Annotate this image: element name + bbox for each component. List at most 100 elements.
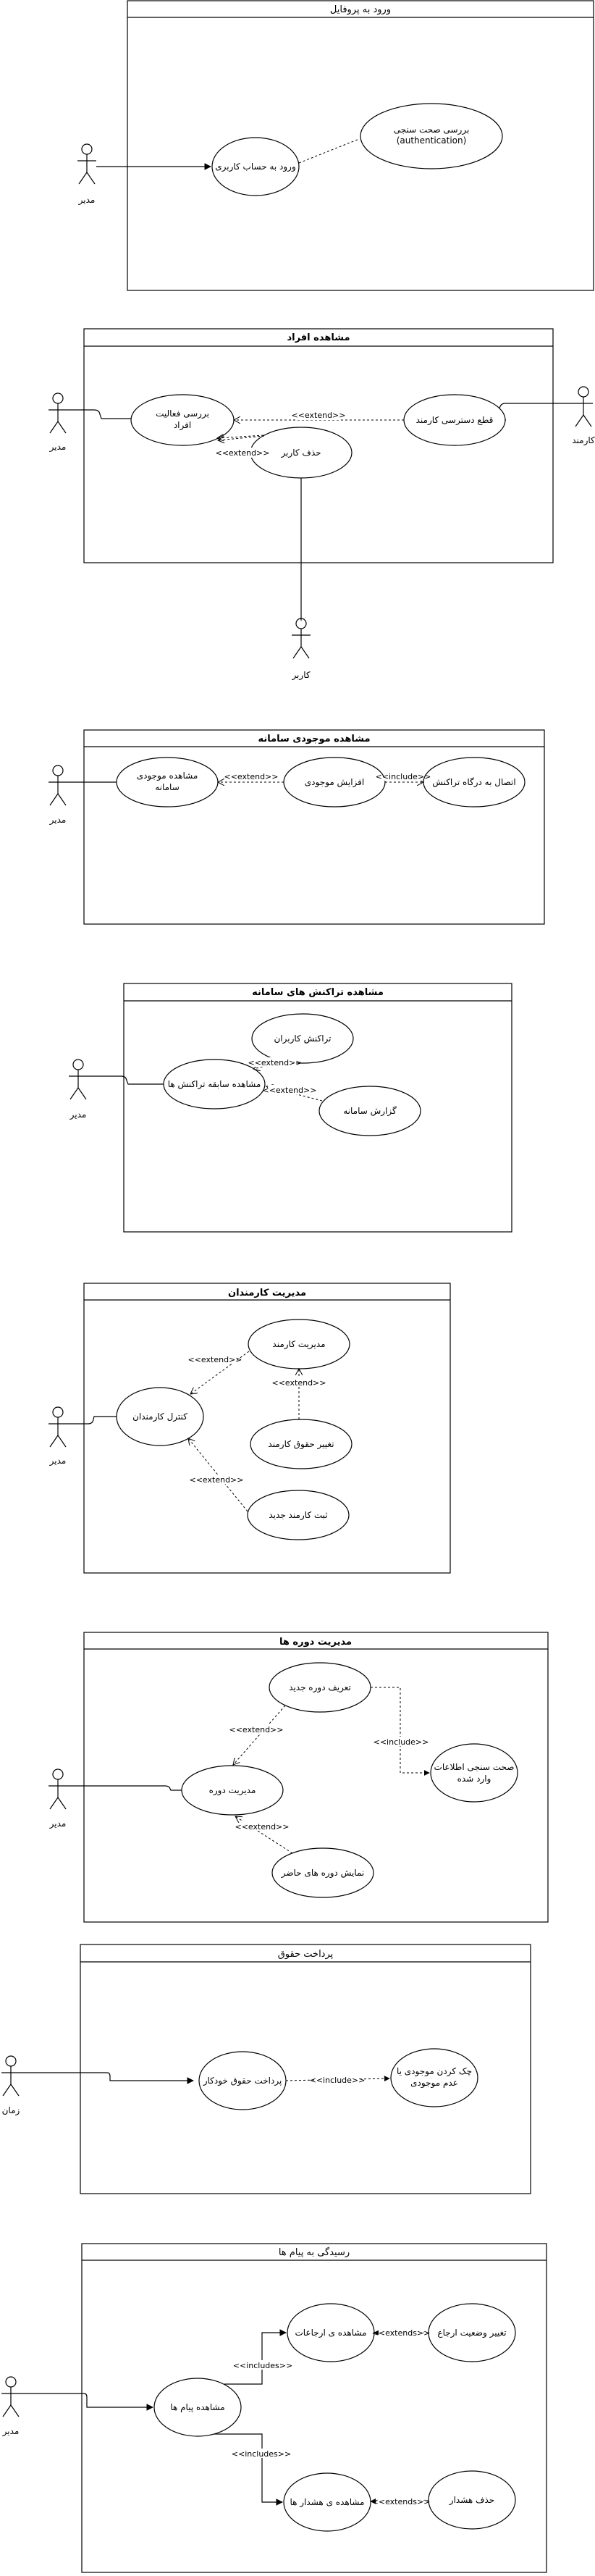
use-case-label: حذف کاربر: [280, 448, 321, 458]
relation-label: <<extends>>: [372, 2497, 431, 2506]
use-case-label: قطع دسترسی کارمند: [416, 415, 494, 426]
use-case-label: مشاهده ی هشدار ها: [290, 2497, 365, 2508]
relation-label: <<extend>>: [188, 1355, 242, 1364]
actor-manager: [77, 143, 97, 185]
actor-manager: [1, 2376, 21, 2417]
use-case-label: مشاهده ی ارجاعات: [295, 2328, 366, 2338]
use-case-delete-alert: [428, 2470, 516, 2530]
use-case-change-salary: [250, 1419, 353, 1469]
relation-label: <<extend>>: [216, 448, 270, 458]
actor-time: [1, 2055, 21, 2097]
relation-label: <<include>>: [310, 2076, 366, 2085]
diagram-employee-management: مدیریت کارمندان مدیر مدیریت کارمند کنترل…: [48, 1283, 451, 1574]
diagram-frame: [81, 2243, 547, 2573]
diagram-frame: [83, 328, 554, 563]
actor-manager: [48, 1406, 68, 1448]
diagram-view-people: مشاهده افراد مدیر کارمند کاربر بررسی فعا…: [48, 328, 595, 681]
use-case-check-balance: [390, 2048, 478, 2107]
relation-label: <<extend>>: [224, 772, 279, 781]
relation-label: <<extend>>: [235, 1822, 290, 1832]
use-case-transaction-history: [163, 1059, 266, 1109]
diagram-title: مدیریت دوره ها: [279, 1637, 352, 1648]
diagram-title: رسیدگی به پیام ها: [279, 2246, 350, 2258]
relation-label: <<extend>>: [248, 1058, 303, 1067]
use-case-label: مشاهده پیام ها: [170, 2402, 224, 2412]
diagram-transactions: مشاهده تراکنش های سامانه مدیر تراکنش کار…: [68, 983, 512, 1233]
diagram-frame: [80, 1944, 531, 2194]
diagram-title: پرداخت حقوق: [278, 1949, 334, 1960]
use-case-view-messages: [153, 2378, 242, 2437]
actor-label: مدیر: [49, 1818, 67, 1829]
diagram-login: ورود به پروفایل مدیر ورود به حساب کاربری…: [77, 0, 594, 291]
actor-label: مدیر: [2, 2426, 20, 2437]
use-case-control-employees: [116, 1387, 204, 1446]
use-case-label: تعریف دوره جدید: [289, 1682, 351, 1693]
use-case-register-employee: [247, 1490, 350, 1540]
diagram-title: مشاهده تراکنش های سامانه: [252, 987, 384, 998]
relation-label: <<extend>>: [272, 1378, 326, 1388]
relation-label: <<include>>: [374, 1737, 429, 1747]
use-case-label: تراکنش کاربران: [274, 1033, 331, 1044]
actor-label: مدیر: [49, 1456, 67, 1467]
use-case-label: چک کردن موجودی یا: [397, 2066, 472, 2077]
use-case-label: بررسی صحت سنجی: [394, 125, 470, 135]
use-case-label: افزایش موجودی: [305, 777, 364, 788]
relation-label: <<includes>>: [233, 2361, 292, 2370]
diagram-frame: [127, 0, 594, 291]
actor-manager: [48, 1769, 68, 1810]
use-case-current-courses: [271, 1847, 374, 1898]
relation-label: <<includes>>: [232, 2449, 291, 2459]
diagram-title: مشاهده موجودی سامانه: [258, 734, 370, 744]
diagram-course-management: مدیریت دوره ها مدیر تعریف دوره جدید مدیر…: [48, 1632, 549, 1923]
relation-label: <<extend>>: [292, 411, 346, 420]
use-case-login: [211, 137, 300, 196]
use-case-label: اتصال به درگاه تراکنش: [432, 777, 515, 788]
relation-label: <<extends>>: [372, 2328, 431, 2338]
use-case-label: کنترل کارمندان: [132, 1411, 187, 1422]
use-case-label: پرداخت حقوق خودکار: [203, 2076, 282, 2086]
use-case-label: افراد: [174, 420, 191, 431]
diagram-title: مدیریت کارمندان: [228, 1288, 306, 1299]
use-case-label: مشاهده سابقه تراکنش ها: [168, 1079, 261, 1090]
use-case-label: سامانه: [155, 782, 180, 792]
use-case-system-report: [318, 1086, 421, 1136]
use-case-label: وارد شده: [457, 1774, 491, 1784]
diagram-frame: [83, 729, 545, 925]
actor-label: مدیر: [49, 442, 67, 453]
relation-label: <<extend>>: [263, 1086, 317, 1095]
use-case-validate-data: [430, 1743, 518, 1803]
diagram-title: ورود به پروفایل: [330, 4, 391, 15]
actor-manager: [68, 1059, 88, 1100]
actor-user: [291, 618, 311, 659]
use-case-label: بررسی فعالیت: [156, 408, 209, 419]
use-case-label: (authentication): [397, 135, 467, 146]
use-case-authentication: [360, 103, 503, 169]
relation-label: <<extend>>: [190, 1475, 244, 1485]
use-case-label: مدیریت کارمند: [272, 1339, 325, 1350]
use-case-label: ورود به حساب کاربری: [215, 161, 296, 172]
diagram-messages: رسیدگی به پیام ها مدیر مشاهده ی ارجاعات …: [1, 2243, 547, 2573]
actor-label: مدیر: [69, 1109, 87, 1120]
use-case-label: ثبت کارمند جدید: [269, 1510, 327, 1521]
actor-manager: [48, 765, 68, 806]
actor-manager: [48, 393, 68, 434]
use-case-label: تغییر حقوق کارمند: [268, 1439, 334, 1450]
actor-label: زمان: [2, 2105, 20, 2116]
use-case-label: صحت سنجی اطلاعات: [434, 1762, 515, 1772]
actor-label: کاربر: [291, 670, 310, 681]
actor-label: مدیر: [78, 195, 96, 206]
use-case-label: حذف هشدار: [449, 2495, 494, 2506]
use-case-label: مدیریت دوره: [209, 1785, 256, 1796]
actor-label: مدیر: [49, 815, 67, 826]
use-case-label: تغییر وضعیت ارجاع: [437, 2328, 506, 2338]
diagram-title: مشاهده افراد: [287, 332, 350, 343]
diagram-system-balance: مشاهده موجودی سامانه مدیر مشاهده موجودی …: [48, 729, 545, 925]
actor-employee: [573, 386, 594, 427]
relation-label: <<include>>: [376, 772, 431, 781]
use-case-label: مشاهده موجودی: [137, 771, 198, 781]
use-case-label: عدم موجودی: [410, 2078, 458, 2089]
diagram-frame: [83, 1632, 549, 1923]
use-case-manage-course: [181, 1765, 284, 1816]
use-case-user-transactions: [251, 1013, 354, 1064]
